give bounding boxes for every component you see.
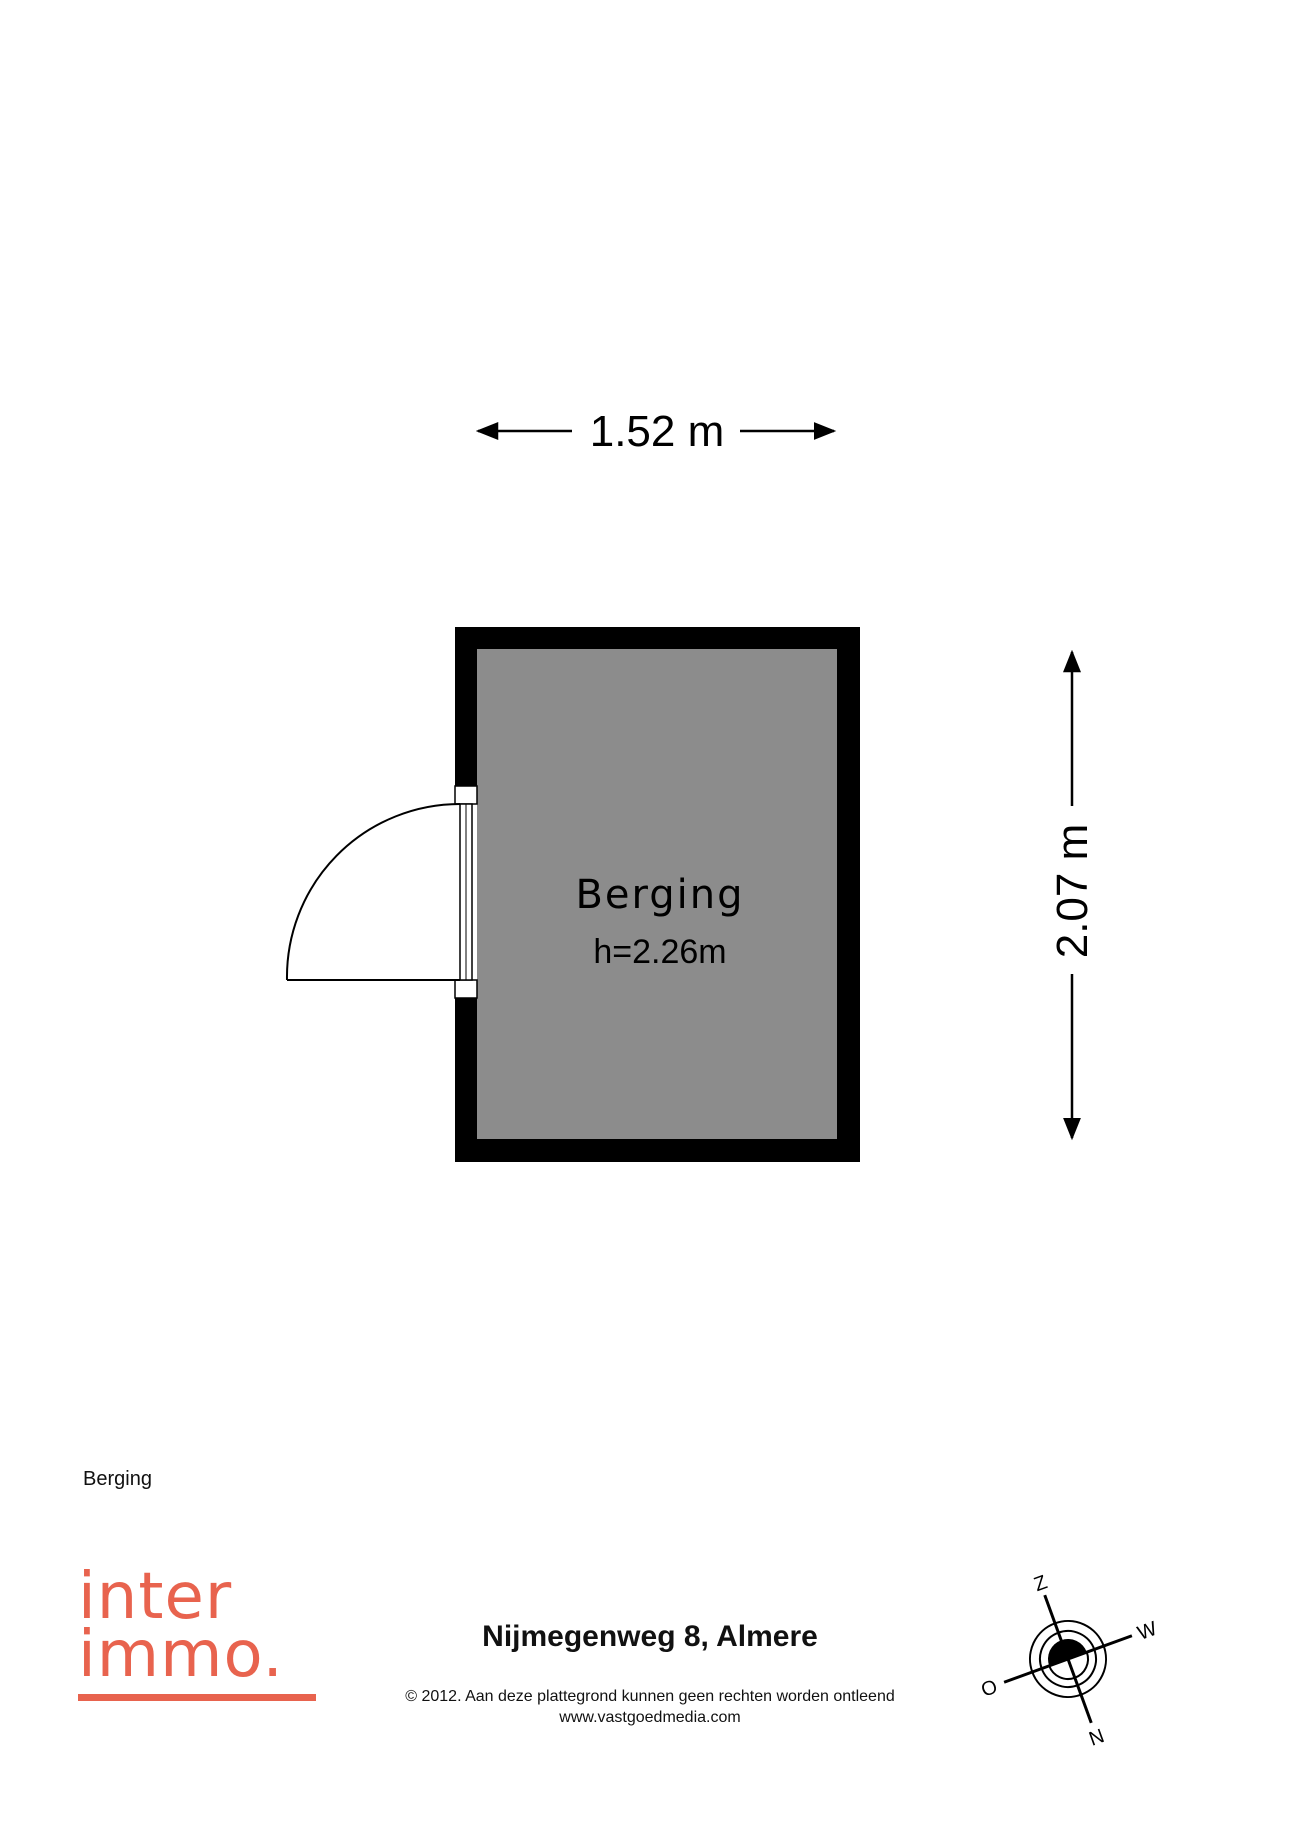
property-address: Nijmegenweg 8, Almere xyxy=(482,1620,818,1653)
compass-icon: Z N O W xyxy=(978,1571,1160,1751)
logo-line-2: immo. xyxy=(78,1618,284,1692)
copyright-text: © 2012. Aan deze plattegrond kunnen geen… xyxy=(405,1688,895,1705)
height-dimension: 2.07 m xyxy=(1048,649,1097,1141)
compass-north: N xyxy=(1086,1725,1107,1751)
width-dimension: 1.52 m xyxy=(475,407,837,456)
floor-label: Berging xyxy=(83,1468,152,1490)
logo-line-1: inter xyxy=(78,1560,233,1634)
compass-east: O xyxy=(978,1676,1000,1702)
logo-underline xyxy=(78,1694,316,1701)
room-floor xyxy=(477,649,837,1139)
compass-west: W xyxy=(1135,1618,1160,1645)
height-dimension-label: 2.07 m xyxy=(1048,824,1097,959)
room-ceiling-height: h=2.26m xyxy=(593,933,726,971)
website-link[interactable]: www.vastgoedmedia.com xyxy=(559,1709,741,1726)
door-swing-arc xyxy=(285,803,461,981)
compass-south: Z xyxy=(1031,1571,1050,1596)
room-berging: Berging h=2.26m xyxy=(285,627,860,1162)
copyright-block: © 2012. Aan deze plattegrond kunnen geen… xyxy=(300,1686,1000,1728)
width-dimension-label: 1.52 m xyxy=(590,407,725,456)
room-name: Berging xyxy=(575,872,744,918)
interimmo-logo: inter immo. xyxy=(78,1560,338,1701)
